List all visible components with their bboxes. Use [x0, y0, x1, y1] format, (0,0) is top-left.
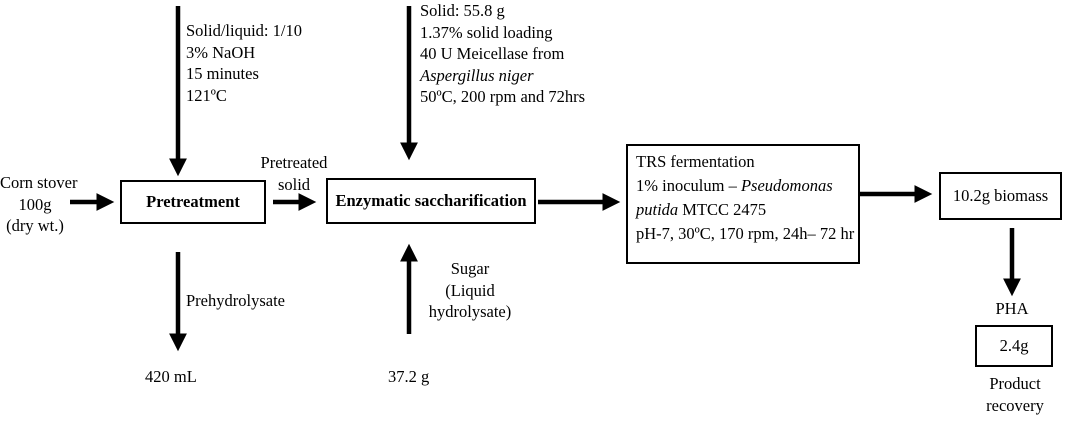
pretreated-solid-label: Pretreated solid	[256, 152, 332, 195]
fermentation-box: TRS fermentation 1% inoculum – Pseudomon…	[626, 144, 860, 264]
prehydrolysate-volume: 420 mL	[145, 367, 197, 386]
enzymatic-condition-loading: 1.37% solid loading	[420, 22, 553, 42]
corn-stover-label: Corn stover	[0, 173, 78, 192]
fermentation-conditions: pH-7, 30ºC, 170 rpm, 24h– 72 hr	[636, 224, 855, 243]
enzymatic-conditions: Solid: 55.8 g 1.37% solid loading 40 U M…	[420, 0, 585, 108]
sugar-label: Sugar (Liquid hydrolysate)	[415, 258, 525, 323]
biomass-label: 10.2g biomass	[952, 186, 1049, 206]
sugar-line3: hydrolysate)	[428, 302, 512, 321]
corn-stover-input: Corn stover 100g (dry wt.)	[0, 172, 78, 237]
pretreatment-condition-temperature: 121ºC	[186, 85, 227, 105]
sugar-line2: (Liquid	[445, 280, 495, 300]
enzymatic-condition-solid: Solid: 55.8 g	[420, 1, 505, 20]
enzymatic-condition-process: 50ºC, 200 rpm and 72hrs	[420, 87, 586, 106]
fermentation-title: TRS fermentation	[636, 152, 755, 171]
fermentation-inoculum-text: 1% inoculum –	[636, 176, 741, 195]
pretreatment-box-label: Pretreatment	[146, 192, 240, 212]
pha-box: 2.4g	[975, 325, 1053, 367]
pretreatment-conditions: Solid/liquid: 1/10 3% NaOH 15 minutes 12…	[186, 20, 302, 106]
pretreatment-condition-time: 15 minutes	[186, 64, 259, 83]
corn-stover-mass: 100g	[18, 194, 52, 214]
product-recovery-label: Product recovery	[972, 373, 1058, 416]
enzymatic-box-label: Enzymatic saccharification	[335, 191, 527, 211]
enzymatic-condition-organism: Aspergillus niger	[420, 65, 534, 85]
fermentation-details: TRS fermentation 1% inoculum – Pseudomon…	[636, 150, 858, 246]
fermentation-strain-code: MTCC 2475	[678, 200, 767, 219]
fermentation-strain: putida MTCC 2475	[636, 198, 858, 222]
enzymatic-condition-enzyme: 40 U Meicellase from	[420, 44, 565, 63]
fermentation-inoculum: 1% inoculum – Pseudomonas	[636, 174, 858, 198]
sugar-amount: 37.2 g	[388, 367, 430, 386]
pha-label: PHA	[995, 299, 1029, 318]
biomass-box: 10.2g biomass	[939, 172, 1062, 220]
prehydrolysate-label: Prehydrolysate	[186, 291, 285, 310]
product-recovery-line2: recovery	[986, 395, 1044, 415]
fermentation-organism-species: putida	[636, 200, 679, 219]
pretreatment-condition-ratio: Solid/liquid: 1/10	[186, 21, 302, 40]
pha-amount: 2.4g	[999, 336, 1029, 356]
sugar-line1: Sugar	[450, 259, 490, 278]
pretreated-solid-line1: Pretreated	[260, 153, 328, 172]
fermentation-organism-genus: Pseudomonas	[740, 176, 833, 195]
pretreatment-condition-naoh: 3% NaOH	[186, 42, 256, 62]
pretreated-solid-line2: solid	[277, 174, 311, 194]
pretreatment-box: Pretreatment	[120, 180, 266, 224]
corn-stover-basis: (dry wt.)	[6, 216, 64, 235]
enzymatic-saccharification-box: Enzymatic saccharification	[326, 178, 536, 224]
product-recovery-line1: Product	[989, 374, 1041, 393]
